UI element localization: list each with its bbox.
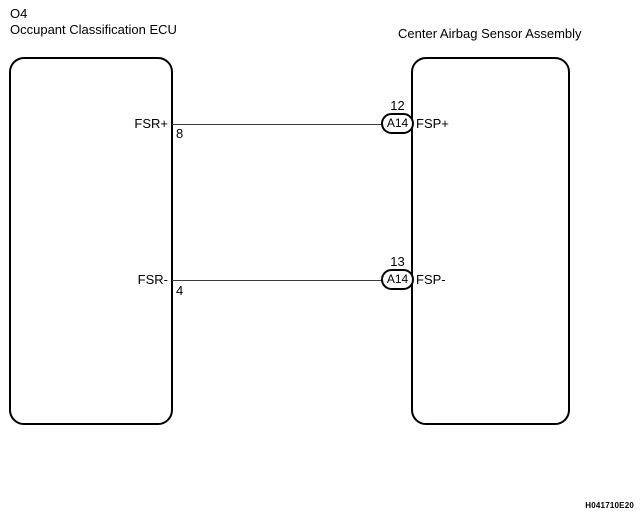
component-box-occupant-classification-ecu [9, 57, 173, 425]
pin-number-4: 4 [176, 283, 184, 298]
pin-label-fsr-plus: FSR+ [134, 116, 168, 131]
pin-number-12: 12 [390, 98, 405, 113]
wire-fsr-plus-to-fsp-plus [172, 124, 384, 125]
figure-id: H041710E20 [585, 501, 634, 510]
left-component-code: O4 [10, 6, 28, 21]
wire-fsr-minus-to-fsp-minus [172, 280, 384, 281]
right-component-title: Center Airbag Sensor Assembly [398, 26, 582, 41]
pin-label-fsr-minus: FSR- [137, 272, 168, 287]
pin-label-fsp-plus: FSP+ [416, 116, 449, 131]
pin-number-13: 13 [390, 254, 405, 269]
left-component-title: Occupant Classification ECU [10, 22, 177, 37]
pin-number-8: 8 [176, 126, 184, 141]
connector-oval-a14-bottom: A14 [381, 269, 414, 290]
component-box-center-airbag-sensor-assembly [411, 57, 570, 425]
pin-label-fsp-minus: FSP- [416, 272, 446, 287]
connector-oval-a14-top: A14 [381, 113, 414, 134]
